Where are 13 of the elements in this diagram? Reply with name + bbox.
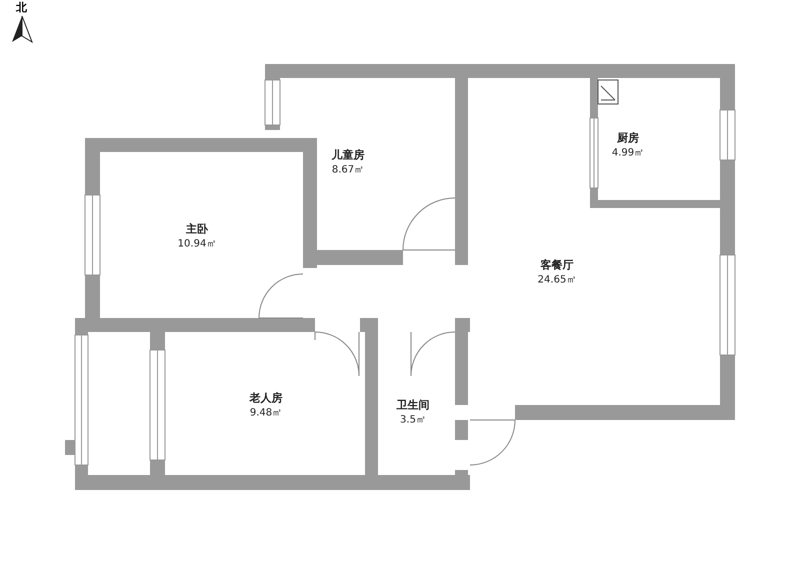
area-label: 10.94㎡ xyxy=(178,238,216,250)
area-label: 9.48㎡ xyxy=(250,406,282,420)
north-label: 北 xyxy=(16,0,27,15)
area-label: 4.99㎡ xyxy=(612,146,644,160)
room-name: 卫生间 xyxy=(396,398,430,412)
room-name: 客餐厅 xyxy=(540,258,574,272)
room-name: 老人房 xyxy=(250,390,282,406)
area-label: 24.65㎡ xyxy=(538,274,576,286)
room-name: 主卧 xyxy=(186,222,208,236)
room-name: 厨房 xyxy=(617,130,639,146)
room-name: 儿童房 xyxy=(332,148,364,162)
area-label: 8.67㎡ xyxy=(332,164,364,176)
area-label: 3.5㎡ xyxy=(400,414,426,426)
